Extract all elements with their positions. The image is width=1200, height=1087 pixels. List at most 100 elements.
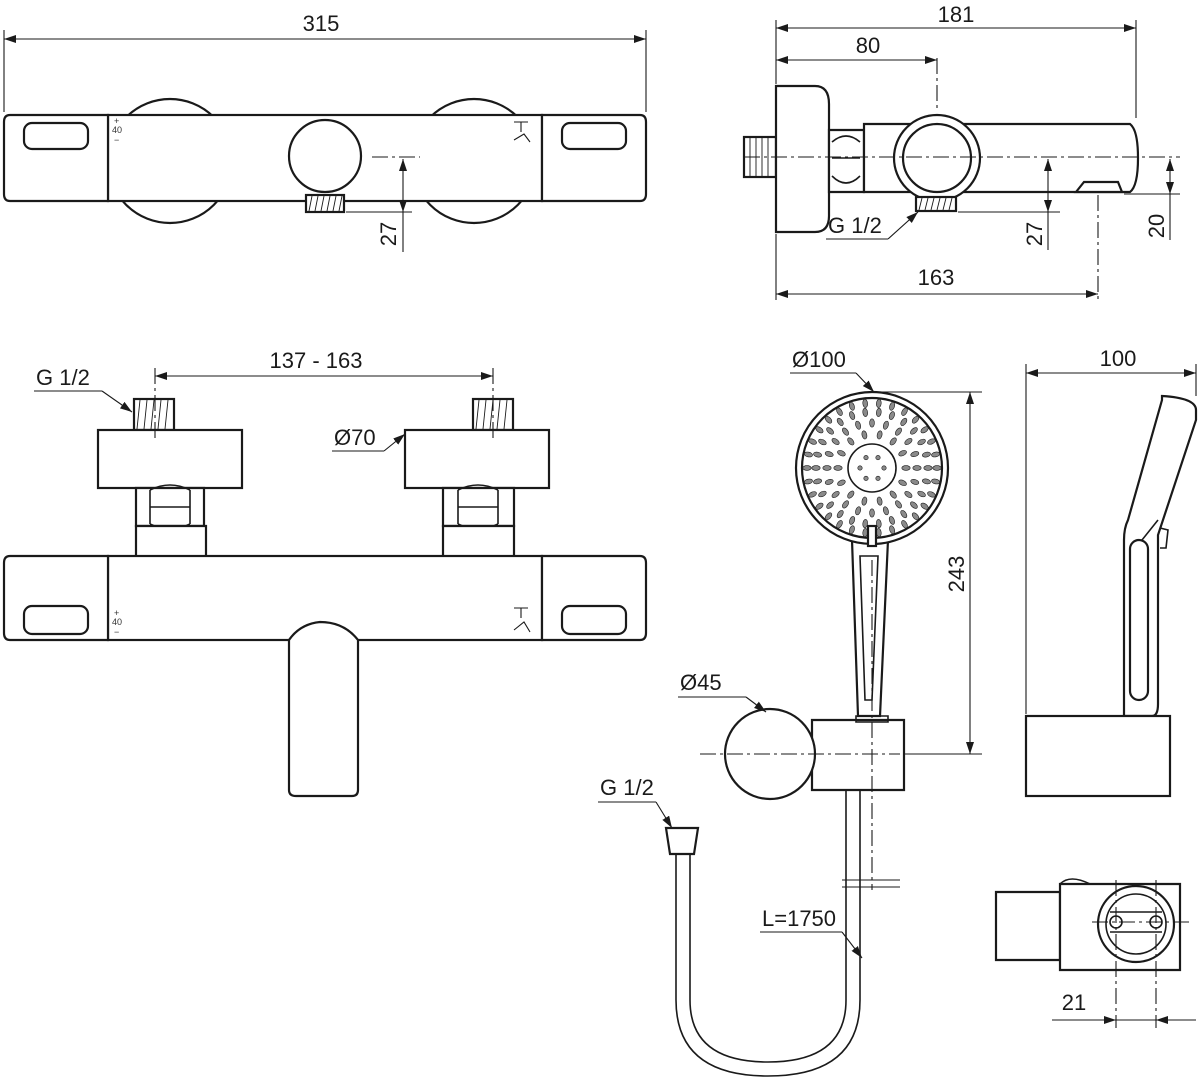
nozzle <box>802 465 812 471</box>
nozzle <box>895 500 902 509</box>
nozzle <box>901 520 908 529</box>
front-handle-right-grip <box>560 121 628 151</box>
nozzle <box>849 411 856 420</box>
nozzle <box>901 465 911 471</box>
dim-hose-length: L=1750 <box>762 906 836 931</box>
holder-bracket <box>810 718 906 792</box>
hose-view: G 1/2 L=1750 <box>598 775 900 1077</box>
nozzle <box>822 465 832 471</box>
nozzle <box>927 438 936 445</box>
nozzle <box>900 417 908 426</box>
nozzle <box>849 516 856 525</box>
nozzle <box>882 420 889 430</box>
plan-rosette-right <box>403 428 551 490</box>
nozzle <box>847 490 855 499</box>
nozzle <box>836 417 844 426</box>
nozzle <box>917 438 926 446</box>
plan-view: + 40 − 137 - 163 G 1/2 Ø70 <box>2 348 648 798</box>
nozzle <box>888 411 895 420</box>
nozzle <box>836 510 844 519</box>
side-rosette <box>774 84 831 234</box>
nozzle <box>833 465 843 471</box>
nozzle <box>876 496 883 506</box>
dim-handshower-side-width: 100 <box>1100 346 1137 371</box>
nozzle <box>869 508 875 518</box>
dim-side-depth: 163 <box>918 265 955 290</box>
holder-detail-base <box>994 890 1062 962</box>
dim-handshower-diameter: Ø100 <box>792 347 846 372</box>
nozzle <box>889 437 897 446</box>
scale-minus: − <box>114 135 119 145</box>
nozzle <box>895 427 902 436</box>
holder-side-block <box>1024 714 1172 798</box>
nozzle <box>862 407 868 417</box>
nozzle <box>824 451 834 458</box>
dim-side-outlet-thread: G 1/2 <box>828 213 882 238</box>
plan-rosette-left <box>96 428 244 490</box>
nozzle <box>815 426 824 434</box>
dim-holder-offset: 21 <box>1062 990 1086 1015</box>
nozzle <box>862 519 868 529</box>
plan-scale-plus: + <box>114 608 119 618</box>
nozzle <box>932 465 942 471</box>
nozzle <box>847 437 855 446</box>
dim-rosette-diameter: Ø70 <box>334 425 376 450</box>
nozzle <box>837 450 846 457</box>
nozzle <box>882 506 889 516</box>
nozzle <box>876 519 882 529</box>
nozzle <box>931 478 941 485</box>
nozzle <box>848 401 855 411</box>
nozzle <box>831 438 840 445</box>
nozzle <box>808 438 817 445</box>
dim-front-outlet-height: 27 <box>376 222 401 246</box>
nozzle <box>863 475 869 481</box>
nozzle <box>910 427 918 435</box>
nozzle <box>920 502 929 510</box>
nozzle <box>862 398 868 408</box>
hose-cone-connector <box>664 826 700 856</box>
dim-hose-thread: G 1/2 <box>600 775 654 800</box>
nozzle <box>855 506 862 516</box>
nozzle <box>910 451 920 458</box>
hose-outer <box>675 790 861 1077</box>
nozzle <box>824 415 833 424</box>
nozzle <box>811 465 821 471</box>
plan-scale-value: 40 <box>112 617 122 627</box>
nozzle <box>808 491 817 498</box>
nozzle <box>813 478 823 485</box>
nozzle <box>861 430 868 440</box>
nozzle <box>813 451 823 458</box>
dim-side-total: 181 <box>938 2 975 27</box>
nozzle <box>818 490 827 498</box>
dim-side-to-axis: 80 <box>856 33 880 58</box>
nozzle <box>911 415 920 424</box>
dim-inlet-spacing: 137 - 163 <box>270 348 363 373</box>
nozzle <box>898 479 907 486</box>
nozzle <box>912 465 922 471</box>
nozzle <box>901 407 908 416</box>
nozzle <box>803 451 813 458</box>
nozzle <box>898 450 907 457</box>
nozzle <box>889 525 896 535</box>
nozzle <box>842 500 849 509</box>
nozzle <box>920 426 929 434</box>
nozzle <box>923 465 933 471</box>
nozzle <box>824 512 833 521</box>
dim-side-spout-height: 20 <box>1144 214 1169 238</box>
shower-symbol-icon <box>513 121 531 143</box>
handshower-nozzles <box>802 398 942 538</box>
nozzle <box>837 479 846 486</box>
nozzle <box>803 478 813 485</box>
nozzle <box>876 398 882 408</box>
nozzle <box>863 455 869 461</box>
nozzle <box>826 501 834 509</box>
nozzle <box>927 491 936 498</box>
holder-detail-ring <box>1096 884 1176 964</box>
nozzle <box>921 478 931 485</box>
scale-value: 40 <box>112 125 122 135</box>
dim-holder-diameter: Ø45 <box>680 670 722 695</box>
nozzle <box>869 418 875 428</box>
nozzle <box>881 465 887 471</box>
nozzle <box>855 420 862 430</box>
nozzle <box>904 438 913 445</box>
